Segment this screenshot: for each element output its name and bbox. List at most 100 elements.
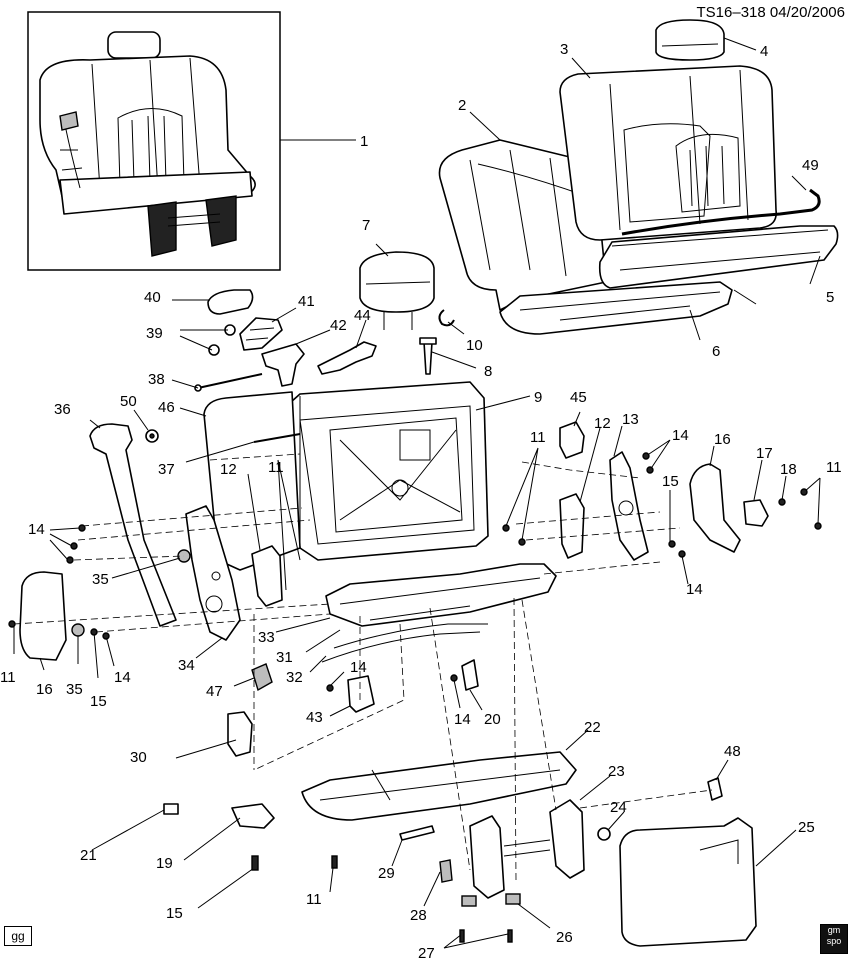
part-25-cover	[619, 817, 757, 947]
callout-3: 3	[560, 41, 568, 58]
part-17-knob	[743, 499, 769, 527]
callout-44: 44	[354, 307, 371, 324]
callout-16-right: 16	[714, 431, 731, 448]
callout-14-cable: 14	[350, 659, 367, 676]
callout-35-upper: 35	[92, 571, 109, 588]
part-41-latch	[239, 317, 283, 351]
callout-31: 31	[276, 649, 293, 666]
callout-32: 32	[286, 669, 303, 686]
logo-line-1: gm	[827, 925, 841, 935]
diagram-reference-header: TS16–318 04/20/2006	[697, 4, 845, 21]
callout-23: 23	[608, 763, 625, 780]
assembly-guide-lines	[13, 453, 713, 881]
callout-30: 30	[130, 749, 147, 766]
callout-11-center: 11	[530, 429, 546, 446]
callout-14-left: 14	[28, 521, 45, 538]
callout-4: 4	[760, 43, 768, 60]
callout-18: 18	[780, 461, 797, 478]
part-30-buckle	[227, 711, 253, 757]
callout-14-lower-left: 14	[114, 669, 131, 686]
callout-7: 7	[362, 217, 370, 234]
callout-6: 6	[712, 343, 720, 360]
part-2-seat-back-cover	[438, 139, 607, 311]
callout-37: 37	[158, 461, 175, 478]
callout-21: 21	[80, 847, 97, 864]
part-38-bolt	[194, 373, 263, 392]
callout-1: 1	[360, 133, 368, 150]
part-4-headrest	[655, 19, 725, 61]
callout-labels: 1 2 3 4 5 6 7 8 9 10 11 11 11 11 11 12 1…	[0, 41, 842, 962]
callout-34: 34	[178, 657, 195, 674]
callout-11-left: 11	[0, 669, 16, 686]
part-6-cushion-frame	[499, 281, 733, 335]
callout-24: 24	[610, 799, 627, 816]
callout-5: 5	[826, 289, 834, 306]
callout-27: 27	[418, 945, 435, 960]
part-7-headrest	[359, 251, 435, 330]
part-42-bezel	[261, 343, 305, 387]
inset-frame	[27, 11, 281, 271]
callout-17: 17	[756, 445, 773, 462]
gm-spo-logo: gm spo	[820, 924, 848, 954]
part-44-handle	[317, 341, 377, 375]
small-fasteners	[8, 452, 822, 943]
callout-8: 8	[484, 363, 492, 380]
part-32-cables	[321, 623, 488, 663]
callout-49: 49	[802, 157, 819, 174]
callout-26: 26	[556, 929, 573, 946]
part-24-nut	[597, 827, 611, 841]
callout-15-left: 15	[90, 693, 107, 710]
part-9-seat-back-frame	[281, 381, 489, 561]
callout-14-lower-right: 14	[686, 581, 703, 598]
callout-45: 45	[570, 389, 587, 406]
part-20-bracket	[461, 659, 479, 691]
callout-15-bottom: 15	[166, 905, 183, 922]
callout-50: 50	[120, 393, 137, 410]
reference-code: TS16–318	[696, 4, 766, 21]
callout-14-right: 14	[672, 427, 689, 444]
part-47-clip	[251, 663, 273, 692]
callout-12-left: 12	[220, 461, 237, 478]
diagram-code-badge: gg	[4, 926, 32, 946]
callout-33: 33	[258, 629, 275, 646]
part-23-riser	[469, 799, 585, 899]
callout-11-frame: 11	[268, 459, 284, 476]
callout-29: 29	[378, 865, 395, 882]
reference-date: 04/20/2006	[769, 4, 845, 21]
callout-22: 22	[584, 719, 601, 736]
callout-42: 42	[330, 317, 347, 334]
leader-lines	[13, 37, 821, 949]
callout-41: 41	[298, 293, 315, 310]
callout-11-right: 11	[826, 459, 842, 476]
part-49-wire	[621, 188, 821, 236]
part-16-right-trim	[689, 463, 741, 553]
part-8-guide	[419, 337, 437, 375]
callout-43: 43	[306, 709, 323, 726]
part-22-base	[301, 751, 577, 821]
part-10-clip	[438, 309, 455, 327]
part-5-seat-cushion	[598, 225, 839, 289]
part-12-right-bracket	[559, 493, 585, 559]
part-36-side-panel	[89, 423, 177, 627]
part-48-fastener	[707, 777, 723, 801]
callout-28: 28	[410, 907, 427, 924]
part-45-latch	[559, 421, 585, 459]
callout-11-bottom: 11	[306, 891, 322, 908]
part-16-left-trim	[19, 571, 67, 661]
callout-15-right: 15	[662, 473, 679, 490]
callout-38: 38	[148, 371, 165, 388]
callout-14-bracket: 14	[454, 711, 471, 728]
part-3-seat-back-pad	[559, 65, 777, 241]
inset-assembled-seat	[39, 31, 256, 257]
callout-40: 40	[144, 289, 161, 306]
callout-35-lower: 35	[66, 681, 83, 698]
callout-20: 20	[484, 711, 501, 728]
part-31-lower-frame	[325, 563, 557, 627]
callout-16-left: 16	[36, 681, 53, 698]
logo-line-2: spo	[826, 936, 842, 946]
callout-2: 2	[458, 97, 466, 114]
part-12-left-bracket	[251, 545, 283, 607]
callout-10: 10	[466, 337, 483, 354]
